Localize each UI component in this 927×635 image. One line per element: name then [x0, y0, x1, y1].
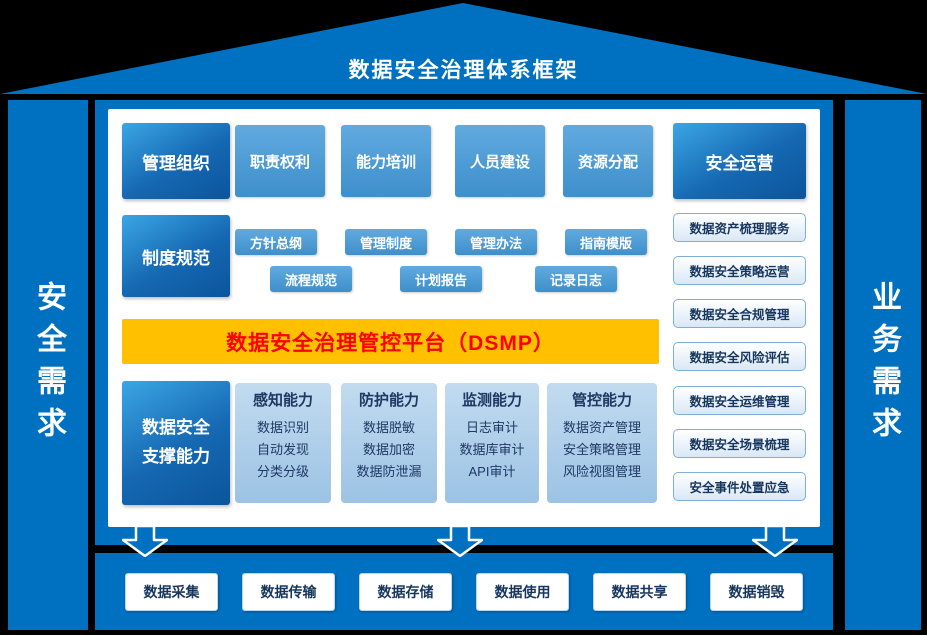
lifecycle-strip: 数据采集 数据传输 数据存储 数据使用 数据共享 数据销毁 [95, 553, 833, 630]
capability-title: 监测能力 [461, 392, 522, 409]
capability-item: 数据加密 [362, 442, 415, 457]
capability-column-protection: 防护能力 数据脱敏 数据加密 数据防泄漏 [341, 383, 437, 503]
capability-title: 感知能力 [252, 392, 313, 409]
capability-item: 数据防泄漏 [356, 464, 422, 479]
capability-item: 数据识别 [256, 420, 309, 435]
capability-column-control: 管控能力 数据资产管理 安全策略管理 风险视图管理 [547, 383, 657, 503]
capability-item: 自动发现 [256, 442, 309, 457]
lifecycle-stage: 数据共享 [593, 572, 686, 611]
regulation-item: 记录日志 [535, 266, 617, 292]
roof-triangle [0, 3, 927, 94]
operations-item: 数据安全运维管理 [673, 385, 806, 415]
center-body: 管理组织 职责权利 能力培训 人员建设 资源分配 制度规范 方针总纲 管理制度 … [95, 100, 833, 630]
capability-item: 数据库审计 [459, 442, 525, 457]
operations-item: 数据安全风险评估 [673, 342, 806, 372]
capability-item: API审计 [468, 464, 516, 479]
regulation-item: 指南模版 [565, 229, 647, 255]
capability-item: 日志审计 [465, 420, 518, 435]
capability-item: 数据脱敏 [362, 420, 415, 435]
capability-item: 风险视图管理 [562, 464, 641, 479]
platform-banner: 数据安全治理管控平台（DSMP） [122, 319, 659, 364]
operations-item: 数据安全策略运营 [673, 256, 806, 286]
operations-header: 安全运营 [673, 123, 806, 199]
down-arrow-icon [122, 525, 168, 557]
capability-column-monitoring: 监测能力 日志审计 数据库审计 API审计 [445, 383, 539, 503]
left-pillar-label: 安全需求 [32, 281, 65, 449]
management-header: 管理组织 [122, 123, 230, 199]
operations-item: 安全事件处置应急 [673, 471, 806, 501]
capability-item: 分类分级 [256, 464, 309, 479]
left-pillar: 安全需求 [8, 100, 88, 630]
regulation-item: 计划报告 [400, 266, 482, 292]
lifecycle-stage: 数据采集 [125, 572, 218, 611]
capability-item: 数据资产管理 [562, 420, 641, 435]
right-pillar: 业务需求 [845, 100, 921, 630]
lifecycle-stage: 数据存储 [359, 572, 452, 611]
lifecycle-stage: 数据销毁 [710, 572, 803, 611]
management-item: 资源分配 [563, 125, 653, 197]
diagram-title: 数据安全治理体系框架 [348, 59, 579, 82]
down-arrow-icon [752, 525, 798, 557]
capability-item: 安全策略管理 [562, 442, 641, 457]
lifecycle-stage: 数据传输 [242, 572, 335, 611]
framework-body: 管理组织 职责权利 能力培训 人员建设 资源分配 制度规范 方针总纲 管理制度 … [95, 100, 833, 545]
capability-title: 防护能力 [358, 392, 419, 409]
regulation-item: 管理办法 [455, 229, 537, 255]
management-item: 职责权利 [235, 125, 325, 197]
regulation-item: 方针总纲 [235, 229, 317, 255]
regulation-item: 管理制度 [345, 229, 427, 255]
operations-item: 数据安全场景梳理 [673, 428, 806, 458]
management-item: 人员建设 [455, 125, 545, 197]
regulation-item: 流程规范 [270, 266, 352, 292]
down-arrow-icon [437, 525, 483, 557]
lifecycle-stage: 数据使用 [476, 572, 569, 611]
capability-column-perception: 感知能力 数据识别 自动发现 分类分级 [235, 383, 331, 503]
regulation-header: 制度规范 [122, 215, 230, 297]
operations-list: 数据资产梳理服务 数据安全策略运营 数据安全合规管理 数据安全风险评估 数据安全… [673, 213, 806, 501]
capability-title: 管控能力 [571, 392, 632, 409]
main-panel: 管理组织 职责权利 能力培训 人员建设 资源分配 制度规范 方针总纲 管理制度 … [108, 109, 820, 527]
operations-item: 数据安全合规管理 [673, 299, 806, 329]
operations-item: 数据资产梳理服务 [673, 213, 806, 242]
right-pillar-label: 业务需求 [867, 281, 900, 449]
management-item: 能力培训 [341, 125, 431, 197]
support-header: 数据安全支撑能力 [122, 381, 230, 505]
